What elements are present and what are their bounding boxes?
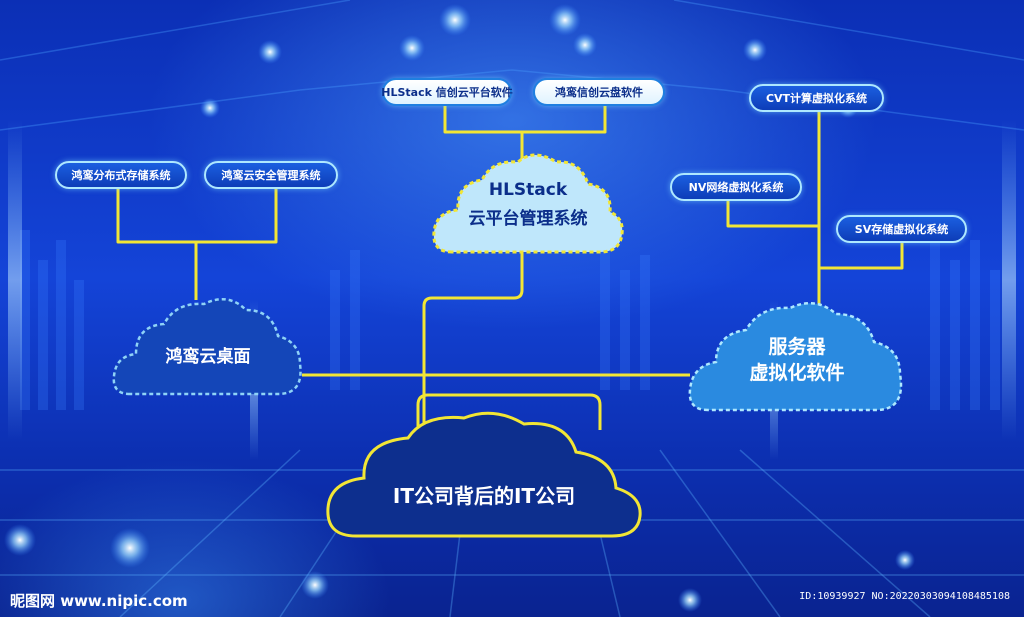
pill-label: SV存储虚拟化系统 [854, 223, 949, 236]
pill-label: NV网络虚拟化系统 [688, 181, 784, 194]
pill-cloud-security: 鸿鸾云安全管理系统 [204, 161, 338, 189]
pill-cvt: CVT计算虚拟化系统 [749, 84, 884, 112]
pill-label: 鸿鸾分布式存储系统 [71, 169, 171, 182]
pill-label: 鸿鸾云安全管理系统 [221, 169, 321, 182]
watermark-id: ID:10939927 NO:20220303094108485108 [799, 591, 1010, 602]
pill-label: CVT计算虚拟化系统 [765, 92, 868, 105]
connector-top-pills [443, 104, 607, 134]
cloud-shape [688, 301, 903, 412]
cloud-server-line2: 虚拟化软件 [749, 362, 845, 384]
connector-left-pills [116, 188, 278, 244]
cloud-shape [326, 411, 642, 538]
pill-distributed-storage: 鸿鸾分布式存储系统 [55, 161, 187, 189]
watermark-site: 昵图网 www.nipic.com [10, 592, 188, 610]
connector-nv [726, 200, 819, 228]
cloud-hlstack: HLStack 云平台管理系统 [430, 150, 626, 258]
pill-sv: SV存储虚拟化系统 [836, 215, 967, 243]
cloud-server: 服务器 虚拟化软件 [686, 300, 908, 416]
cloud-center: IT公司背后的IT公司 [324, 411, 644, 542]
cloud-server-line1: 服务器 [768, 336, 826, 358]
cloud-desktop: 鸿鸾云桌面 [110, 296, 306, 400]
pill-nv: NV网络虚拟化系统 [670, 173, 802, 201]
center-title: IT公司背后的IT公司 [392, 484, 576, 508]
cloud-hlstack-line1: HLStack [488, 180, 568, 200]
pill-label: 鸿鸾信创云盘软件 [555, 86, 643, 99]
pill-label: HLStack 信创云平台软件 [381, 86, 513, 99]
connector-sv [819, 241, 904, 270]
cloud-hlstack-line2: 云平台管理系统 [468, 209, 588, 229]
cloud-shape [112, 297, 302, 396]
pill-honglan-cloud-disk: 鸿鸾信创云盘软件 [533, 78, 665, 106]
cloud-shape [432, 153, 624, 254]
connector-hlstack-to-center [422, 252, 524, 430]
pill-hlstack-xinchuang: HLStack 信创云平台软件 [381, 78, 513, 106]
connector-center-bracket [416, 393, 602, 430]
cloud-desktop-title: 鸿鸾云桌面 [165, 347, 251, 367]
